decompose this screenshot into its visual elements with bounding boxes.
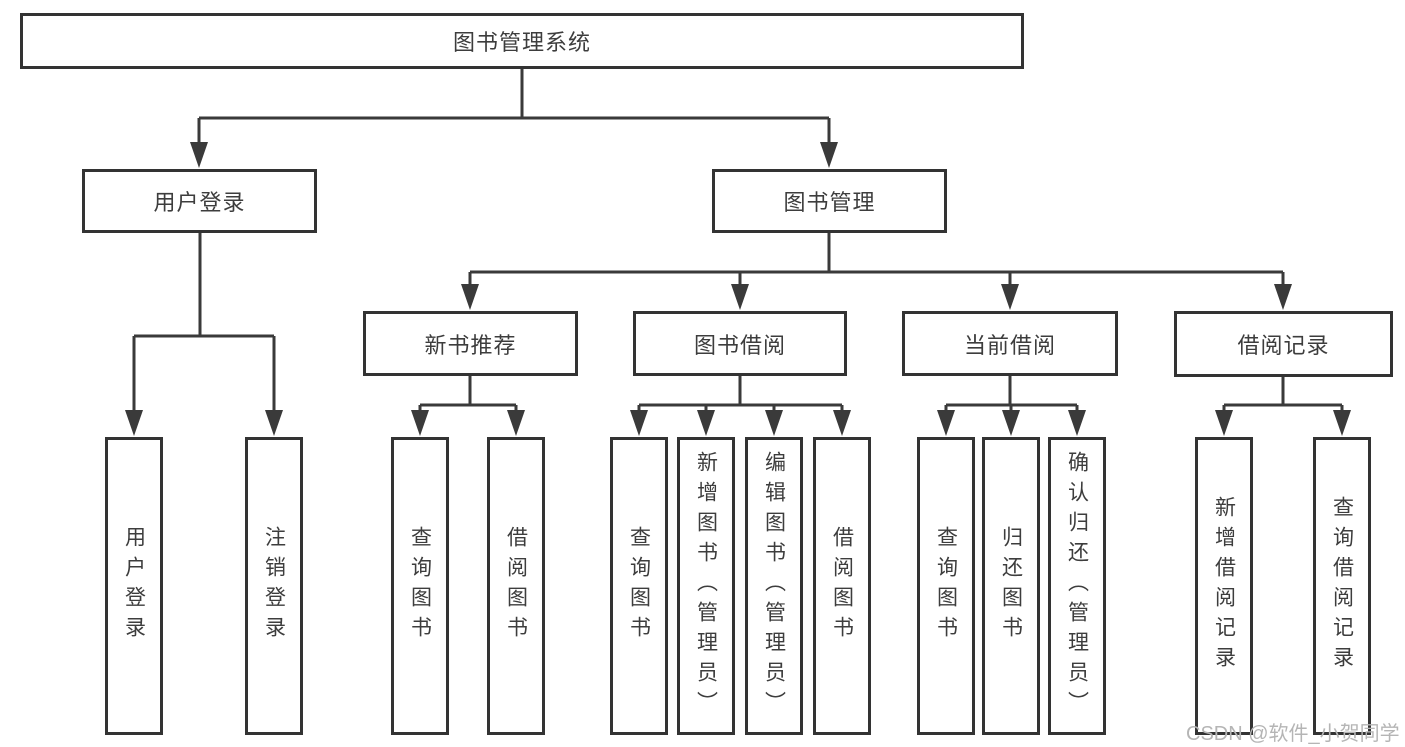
leaf-user-login: 用户登录: [105, 437, 163, 735]
node-label: 图书借阅: [693, 332, 786, 358]
arrowhead: [1002, 410, 1020, 436]
node-label: 用户登录: [122, 526, 146, 646]
node-book-management: 图书管理: [712, 169, 947, 233]
arrowhead: [765, 410, 783, 436]
node-label: 查询图书: [934, 526, 958, 646]
leaf-bb-edit-books-admin: 编辑图书（管理员）: [745, 437, 803, 735]
arrowhead: [1274, 284, 1292, 310]
arrowhead: [411, 410, 429, 436]
node-new-book-recommend: 新书推荐: [363, 311, 578, 376]
arrowhead: [1215, 410, 1233, 436]
node-label: 查询图书: [627, 526, 651, 646]
arrowhead: [833, 410, 851, 436]
arrowhead: [507, 410, 525, 436]
leaf-bb-query-books: 查询图书: [610, 437, 668, 735]
arrowhead: [820, 142, 838, 168]
leaf-cb-confirm-return-admin: 确认归还（管理员）: [1048, 437, 1106, 735]
leaf-br-add-record: 新增借阅记录: [1195, 437, 1253, 735]
arrowhead: [1333, 410, 1351, 436]
arrowhead: [461, 284, 479, 310]
node-label: 归还图书: [999, 526, 1023, 646]
arrowhead: [1068, 410, 1086, 436]
leaf-nbr-query-books: 查询图书: [391, 437, 449, 735]
arrowheads: [125, 142, 1351, 436]
node-user-login: 用户登录: [82, 169, 317, 233]
node-book-borrow: 图书借阅: [633, 311, 847, 376]
node-label: 编辑图书（管理员）: [762, 451, 786, 721]
arrowhead: [697, 410, 715, 436]
arrowhead: [190, 142, 208, 168]
node-label: 用户登录: [153, 190, 246, 215]
leaf-bb-add-books-admin: 新增图书（管理员）: [677, 437, 735, 735]
arrowhead: [731, 284, 749, 310]
node-borrow-records: 借阅记录: [1174, 311, 1393, 377]
node-label: 图书管理: [783, 190, 876, 215]
leaf-br-query-record: 查询借阅记录: [1313, 437, 1371, 735]
node-library-management-system: 图书管理系统: [20, 13, 1024, 69]
arrowhead: [1001, 284, 1019, 310]
leaf-bb-borrow-books: 借阅图书: [813, 437, 871, 735]
node-label: 注销登录: [262, 526, 286, 646]
node-label: 新书推荐: [424, 332, 517, 358]
node-label: 新增图书（管理员）: [694, 451, 718, 721]
node-label: 查询图书: [408, 526, 432, 646]
leaf-cb-return-books: 归还图书: [982, 437, 1040, 735]
leaf-cb-query-books: 查询图书: [917, 437, 975, 735]
csdn-watermark: CSDN @软件_小贺同学: [1186, 723, 1400, 745]
node-current-borrow: 当前借阅: [902, 311, 1118, 376]
node-label: 图书管理系统: [452, 30, 591, 55]
leaf-logout-login: 注销登录: [245, 437, 303, 735]
node-label: 借阅图书: [830, 526, 854, 646]
node-label: 查询借阅记录: [1330, 496, 1354, 676]
arrowhead: [937, 410, 955, 436]
node-label: 借阅图书: [504, 526, 528, 646]
arrowhead: [125, 410, 143, 436]
arrowhead: [630, 410, 648, 436]
leaf-nbr-borrow-books: 借阅图书: [487, 437, 545, 735]
node-label: 确认归还（管理员）: [1065, 451, 1089, 721]
node-label: 当前借阅: [963, 332, 1056, 358]
arrowhead: [265, 410, 283, 436]
node-label: 新增借阅记录: [1212, 496, 1236, 676]
node-label: 借阅记录: [1237, 333, 1330, 358]
